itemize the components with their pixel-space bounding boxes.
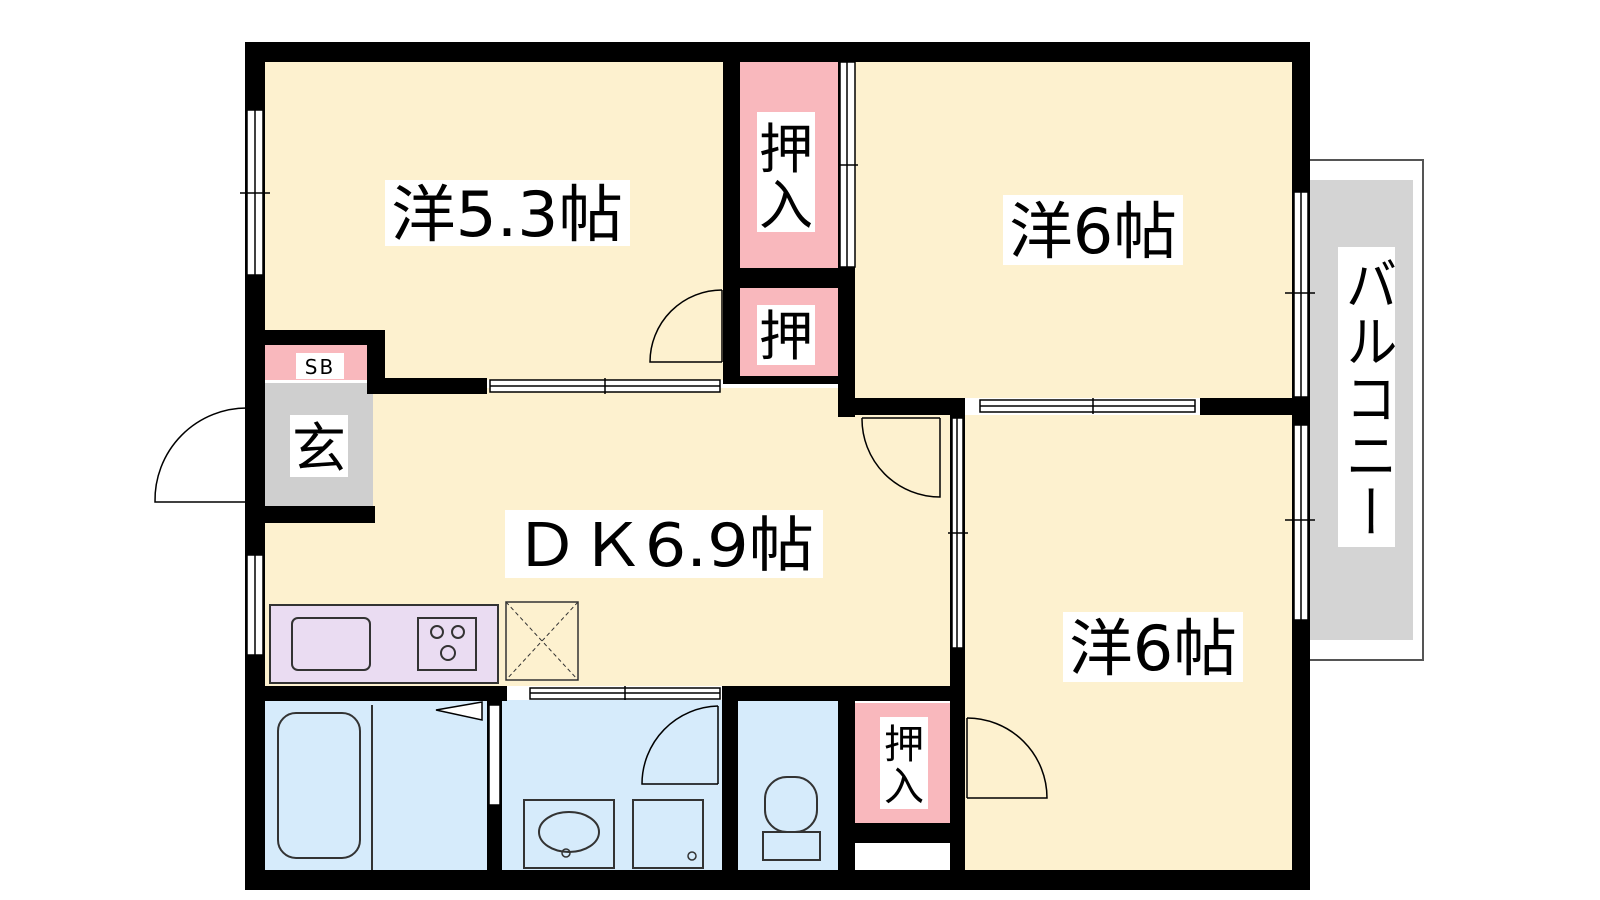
washer-drain xyxy=(687,851,697,861)
label-bg-dk xyxy=(505,510,823,578)
closet-top-label-2: 入 xyxy=(759,174,813,237)
fridge-space-diag-2 xyxy=(505,601,579,681)
closet-bottom-label-2: 入 xyxy=(884,764,924,810)
toilet-seat xyxy=(764,776,818,833)
dining-kitchen-label: ＤＫ6.9帖 xyxy=(514,511,814,581)
closet-bottom-label-1: 押 xyxy=(884,722,924,768)
burner-1 xyxy=(430,625,444,639)
balcony-label: バルコニー xyxy=(1336,255,1396,540)
fridge-space xyxy=(505,601,579,681)
entrance-label: 玄 xyxy=(292,417,346,480)
stove xyxy=(417,617,477,671)
shoe-box-label: SB xyxy=(305,355,335,379)
label-bg-western-b xyxy=(1003,195,1183,265)
fridge-space-diag-1 xyxy=(505,601,579,681)
sliding-doors xyxy=(488,61,1196,806)
washbasin-drain xyxy=(561,848,571,858)
washbasin-bowl xyxy=(538,811,600,853)
label-bg-western-a xyxy=(385,180,630,246)
burner-2 xyxy=(451,625,465,639)
label-bg-balcony xyxy=(1338,247,1395,547)
western-room-c-label: 洋6帖 xyxy=(1069,612,1237,685)
label-bg-shoebox xyxy=(296,353,344,379)
label-bg-closet-bottom xyxy=(880,717,928,809)
kitchen-sink xyxy=(291,617,371,671)
bathtub xyxy=(277,712,361,859)
western-room-b-label: 洋6帖 xyxy=(1009,195,1177,268)
closet-small-label: 押 xyxy=(759,305,813,368)
label-bg-closet-small xyxy=(757,305,815,365)
burner-3 xyxy=(440,645,456,661)
label-bg-closet-top xyxy=(757,112,815,232)
windows xyxy=(240,109,1315,656)
toilet-tank xyxy=(762,831,821,861)
washer-space xyxy=(632,799,704,869)
label-bg-entrance xyxy=(290,415,348,477)
label-bg-western-c xyxy=(1063,612,1243,682)
closet-top-label-1: 押 xyxy=(759,118,813,181)
western-room-a-label: 洋5.3帖 xyxy=(391,178,623,251)
swing-doors xyxy=(154,289,1048,799)
